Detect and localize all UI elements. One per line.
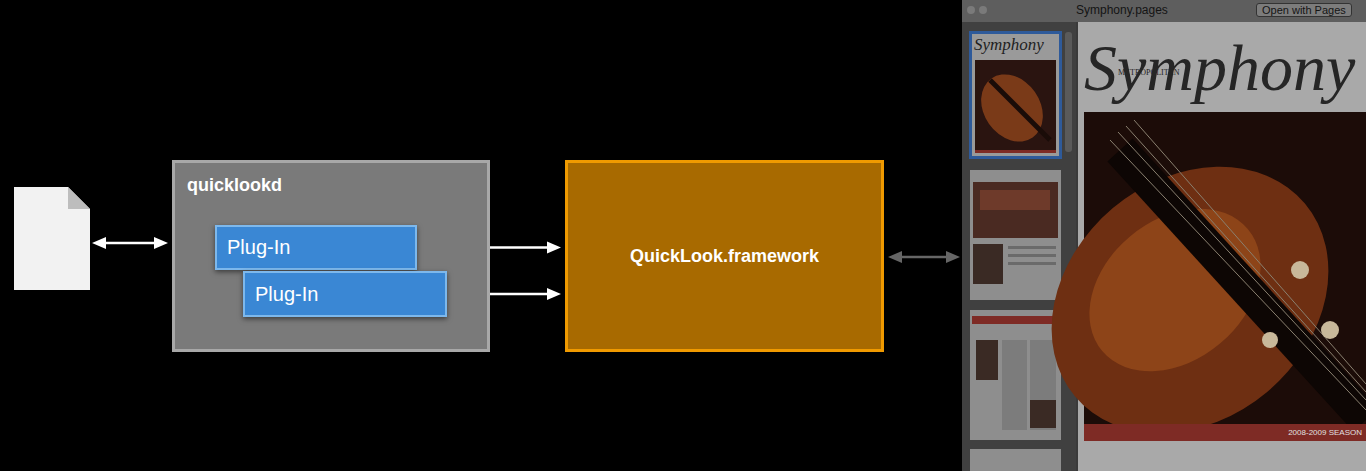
violin-body bbox=[998, 112, 1366, 471]
open-button: Open with Pages bbox=[1256, 3, 1352, 17]
document-page bbox=[14, 187, 90, 290]
node-label: Plug-In bbox=[255, 283, 318, 306]
violin-peg bbox=[1262, 332, 1278, 348]
thumbnail-selection bbox=[969, 31, 1062, 159]
title-bar bbox=[962, 0, 1366, 22]
sidebar bbox=[962, 22, 1076, 471]
thumbnail-photo bbox=[973, 244, 1003, 284]
thumbnail-line bbox=[1008, 262, 1056, 265]
thumbnail-page bbox=[970, 170, 1061, 300]
thumbnail-column bbox=[1002, 340, 1027, 430]
plugin-box: Plug-In bbox=[243, 271, 447, 317]
arrow-head bbox=[547, 242, 561, 254]
thumbnail-line bbox=[1008, 254, 1056, 257]
scrollbar bbox=[1065, 32, 1072, 152]
arrow-head bbox=[154, 237, 168, 249]
process-box: quicklookdPlug-InPlug-In bbox=[172, 160, 490, 352]
thumbnail-band bbox=[975, 150, 1056, 153]
arrow-line bbox=[100, 242, 160, 245]
preview-arrow bbox=[888, 251, 960, 263]
thumbnail-photo bbox=[976, 340, 998, 380]
thumbnail-page bbox=[970, 449, 1061, 471]
arrow-head bbox=[888, 251, 902, 263]
window-button bbox=[979, 6, 987, 14]
arrow-head bbox=[92, 237, 106, 249]
thumbnail-title: Symphony bbox=[974, 35, 1044, 55]
file-arrow bbox=[92, 237, 168, 249]
cover-title: Symphony bbox=[1084, 30, 1355, 106]
quicklook-window bbox=[962, 0, 1366, 471]
violin-peg bbox=[1321, 321, 1339, 339]
thumbnail-page bbox=[970, 310, 1061, 440]
framework-box: QuickLook.framework bbox=[565, 160, 884, 352]
window-title: Symphony.pages bbox=[1076, 3, 1168, 17]
cover-band bbox=[1084, 424, 1366, 441]
thumbnail-line bbox=[1008, 246, 1056, 249]
thumbnail-photo bbox=[973, 182, 1058, 238]
arrow-head bbox=[547, 288, 561, 300]
arrow-head bbox=[946, 251, 960, 263]
cover-season: 2008-2009 SEASON bbox=[1288, 428, 1362, 437]
plugin-box: Plug-In bbox=[215, 225, 417, 270]
thumbnail-photo bbox=[1030, 400, 1056, 428]
document-fold bbox=[68, 187, 90, 209]
arrow-line bbox=[896, 256, 952, 259]
violin-peg bbox=[1291, 261, 1309, 279]
thumbnail-photo-detail bbox=[980, 190, 1050, 210]
violin-neck bbox=[990, 80, 1050, 140]
thumbnail-band bbox=[972, 316, 1059, 324]
thumbnail-column bbox=[1030, 340, 1056, 430]
node-label: Plug-In bbox=[227, 236, 290, 259]
document-icon bbox=[14, 187, 90, 290]
node-label: QuickLook.framework bbox=[630, 246, 819, 267]
violin-fingerboard bbox=[1120, 150, 1366, 420]
violin-strings bbox=[1110, 120, 1366, 410]
node-label: quicklookd bbox=[187, 175, 282, 196]
window-button bbox=[967, 6, 975, 14]
violin-body bbox=[968, 62, 1055, 153]
